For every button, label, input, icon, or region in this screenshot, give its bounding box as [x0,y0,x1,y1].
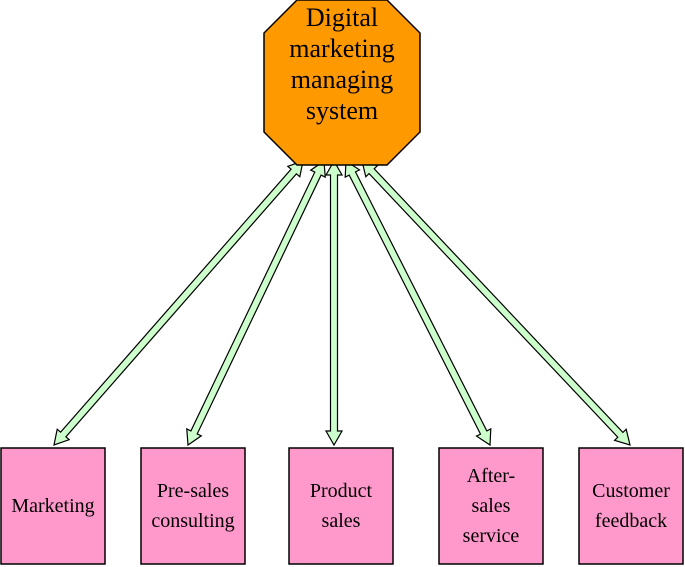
module-boxes [0,447,684,565]
arrow-marketing [53,160,304,446]
arrow-after-sales-service [344,159,492,447]
box-after-sales-service[interactable] [438,447,544,565]
box-marketing[interactable] [0,447,106,565]
box-pre-sales-consulting[interactable] [140,447,246,565]
arrow-product-sales [324,159,344,447]
connector-arrows [53,159,631,447]
box-product-sales[interactable] [288,447,394,565]
arrow-customer-feedback [361,160,631,446]
arrow-pre-sales-consulting [186,159,326,447]
hub-octagon[interactable] [263,0,421,166]
box-customer-feedback[interactable] [578,447,684,565]
